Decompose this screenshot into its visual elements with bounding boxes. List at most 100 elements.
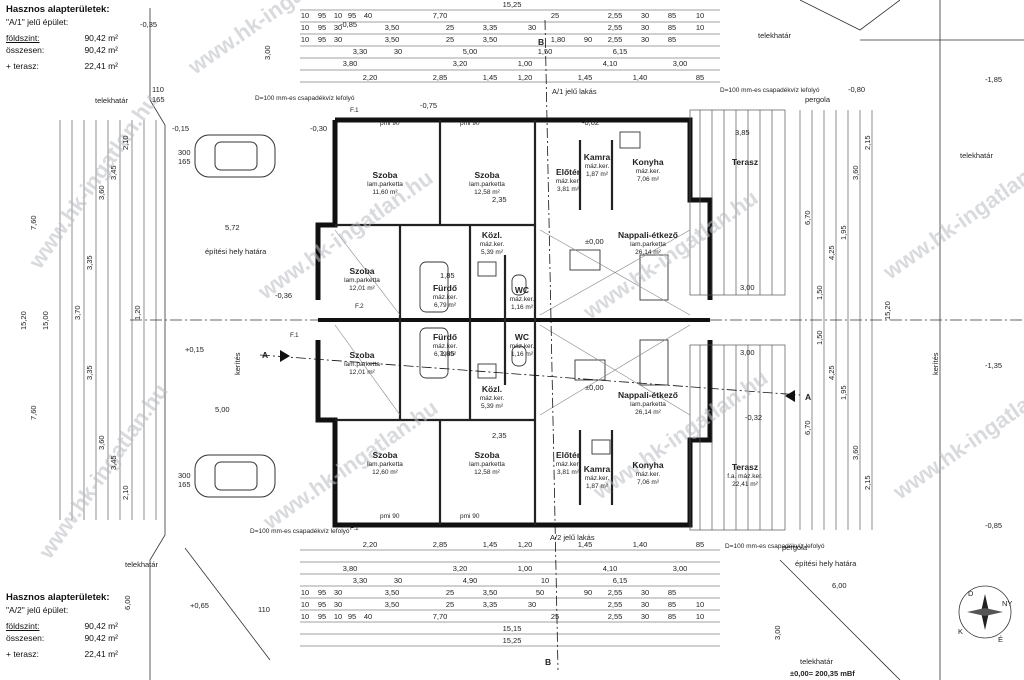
plan-text: 1,20	[518, 540, 533, 549]
plan-text: F.1	[350, 525, 359, 532]
plan-text: 1,16 m²	[511, 351, 534, 358]
top-dimension-lines	[300, 9, 720, 83]
plan-text: 30	[394, 47, 402, 56]
room-kozl-2: Közl.máz.ker.5,39 m²	[480, 384, 505, 410]
plan-text: 10	[696, 600, 704, 609]
legend-a1-heading: Hasznos alapterületek:	[6, 4, 110, 15]
plan-text: 1,20	[133, 305, 142, 320]
plan-text: 165	[152, 95, 165, 104]
plan-text: 3,80	[343, 59, 358, 68]
plan-text: 1,40	[633, 540, 648, 549]
plan-text: 25	[446, 23, 454, 32]
plan-text: Nappali-étkező	[618, 390, 678, 400]
right-dimension-lines	[799, 110, 873, 530]
plan-text: 2,55	[608, 588, 623, 597]
plan-text: máz.ker.	[636, 471, 661, 478]
plan-text: 2,55	[608, 612, 623, 621]
plan-text: Fürdő	[433, 332, 457, 342]
plan-text: 1,50	[815, 285, 824, 300]
plan-text: 3,50	[385, 600, 400, 609]
plan-text: Szoba	[349, 266, 374, 276]
plan-text: máz.ker.	[433, 294, 458, 301]
plan-text: +0,65	[190, 601, 209, 610]
plan-text: 15,20	[19, 311, 28, 330]
plan-text: 7,06 m²	[637, 176, 660, 183]
plan-text: máz.ker.	[636, 168, 661, 175]
plan-text: Nappali-étkező	[618, 230, 678, 240]
legend-a2-heading: Hasznos alapterületek:	[6, 592, 110, 603]
plan-text: 25	[446, 588, 454, 597]
plan-text: 7,70	[433, 11, 448, 20]
plan-text: 1,87 m²	[586, 483, 609, 490]
level-0-upper: ±0,00	[585, 237, 604, 246]
plan-text: 165	[178, 157, 191, 166]
plan-text: 2,55	[608, 600, 623, 609]
plan-text: 3,35	[85, 365, 94, 380]
plan-text: 4,25	[827, 365, 836, 380]
plan-text: pmi 90	[380, 513, 400, 520]
plan-text: 10	[334, 11, 342, 20]
section-a-left-arrow	[280, 350, 290, 362]
plan-text: 90	[584, 588, 592, 597]
plan-text: 300	[178, 148, 191, 157]
pergola-label-1: pergola	[805, 95, 831, 104]
plan-text: +0,15	[185, 345, 204, 354]
level-base-label: ±0,00= 200,35 mBf	[790, 669, 855, 678]
level-callouts: -0,35 -0,85 -0,75 -0,30 -0,15 -0,02 +0,1…	[140, 20, 1002, 610]
plan-text: -0,30	[310, 124, 327, 133]
plan-text: 4,10	[603, 564, 618, 573]
telekhatar-label-4: telekhatár	[125, 560, 158, 569]
car-bottom	[194, 454, 276, 498]
epitesi-hely-label-2: építési hely határa	[795, 559, 857, 568]
plan-text: F.1	[290, 332, 299, 339]
plan-text: 7,60	[29, 405, 38, 420]
plan-text: 3,00	[673, 564, 688, 573]
plan-text: 85	[668, 11, 676, 20]
plan-text: Kamra	[584, 152, 611, 162]
plan-text: 3,00	[740, 348, 755, 357]
plan-text: 30	[641, 588, 649, 597]
dims-right: 6,70 6,70 15,20 1,50 1,50 4,25 4,25 1,95…	[803, 135, 892, 490]
plan-text: 12,58 m²	[474, 469, 500, 476]
telekhatar-label-1: telekhatár	[758, 31, 791, 40]
plan-text: 5,00	[463, 47, 478, 56]
section-a-left-label: A	[262, 350, 268, 360]
plan-text: Kamra	[584, 464, 611, 474]
plan-text: 1,50	[815, 330, 824, 345]
plan-text: Közl.	[482, 230, 502, 240]
plan-text: 3,35	[85, 255, 94, 270]
plan-text: 15,20	[883, 301, 892, 320]
plan-text: 2,85	[433, 540, 448, 549]
plan-text: lam.parketta	[630, 241, 666, 248]
legend-a1-row: földszint:90,42 m²	[6, 33, 118, 44]
annotations: telekhatár telekhatár telekhatár telekha…	[95, 31, 1012, 678]
plan-text: 3,50	[385, 35, 400, 44]
plan-text: 25	[446, 35, 454, 44]
plan-text: 10	[301, 11, 309, 20]
plan-text: 1,85	[440, 349, 455, 358]
plan-text: 3,00	[673, 59, 688, 68]
plan-text: Terasz	[732, 462, 758, 472]
plan-text: 11,60 m²	[372, 189, 398, 196]
plan-text: 12,01 m²	[349, 285, 375, 292]
telekhatar-label-5: telekhatár	[800, 657, 833, 666]
bottom-dimension-lines	[300, 549, 720, 647]
plan-text: 30	[641, 600, 649, 609]
plan-text: 30	[334, 600, 342, 609]
plan-text: 95	[318, 588, 326, 597]
plan-text: Közl.	[482, 384, 502, 394]
plan-text: 85	[668, 35, 676, 44]
plan-text: 6,70	[803, 420, 812, 435]
plan-text: 40	[364, 11, 372, 20]
plan-text: 1,20	[518, 73, 533, 82]
plan-text: -0,75	[420, 101, 437, 110]
plan-text: 95	[318, 35, 326, 44]
plan-text: F.2	[355, 303, 364, 310]
plan-text: -1,35	[985, 361, 1002, 370]
compass-e-label: É	[998, 635, 1003, 644]
plan-text: 26,14 m²	[635, 409, 661, 416]
